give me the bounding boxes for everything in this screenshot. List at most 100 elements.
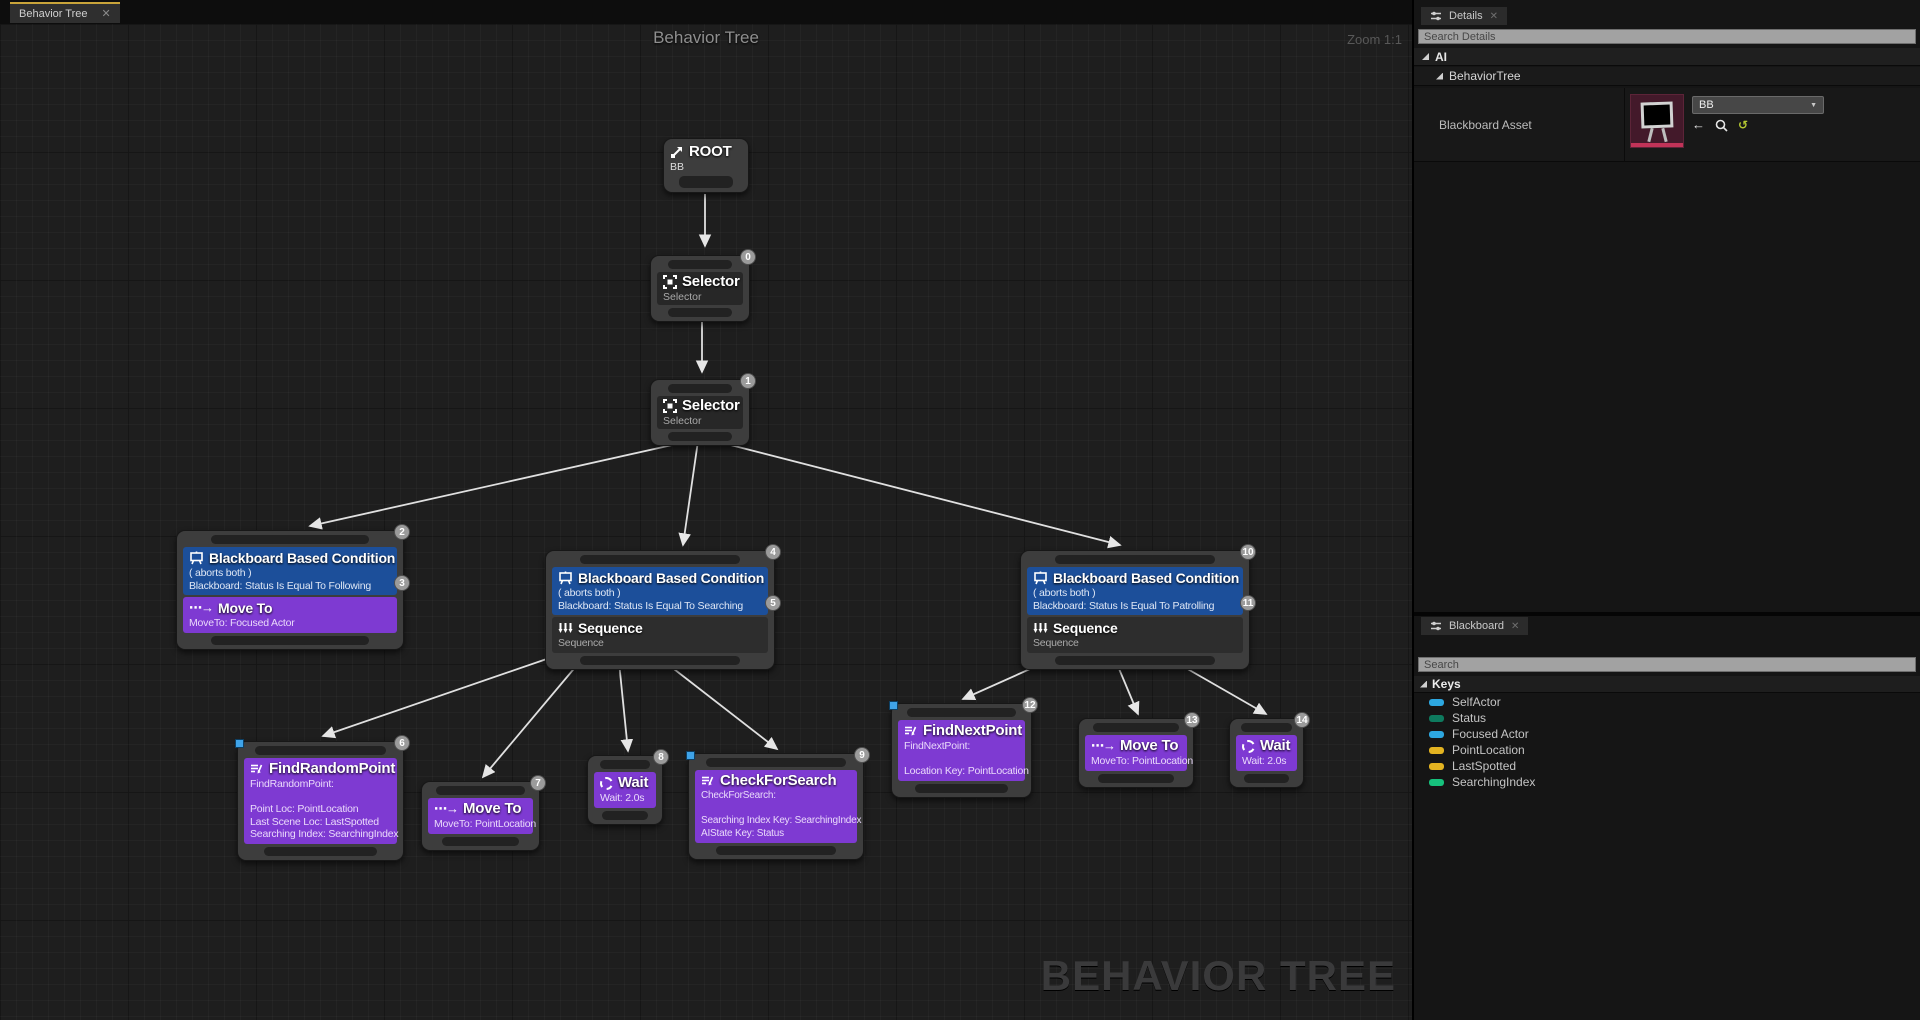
input-pin[interactable] [1241,723,1292,732]
blackboard-key-lastspotted[interactable]: LastSpotted [1414,758,1920,774]
blackboard-search-input[interactable] [1418,657,1916,672]
blackboard-key-status[interactable]: Status [1414,710,1920,726]
node-selector-1[interactable]: 0 Selector Selector [650,249,756,322]
input-pin[interactable] [580,555,740,564]
key-name: PointLocation [1452,743,1525,757]
node-wait-middle[interactable]: 8 Wait Wait: 2.0s [587,749,669,825]
browse-asset-button[interactable] [1715,119,1728,132]
service-chip [686,751,695,760]
use-selected-asset-button[interactable]: ← [1692,117,1705,132]
input-pin[interactable] [210,535,370,544]
service-chip [235,739,244,748]
task-section[interactable]: Wait Wait: 2.0s [594,772,656,808]
execution-order-badge: 0 [740,249,756,265]
task-section[interactable]: FindRandomPoint FindRandomPoint: Point L… [244,758,399,844]
selector-icon [663,275,677,289]
decorator-section[interactable]: Blackboard Based Condition ( aborts both… [552,567,768,615]
node-condition-patrolling[interactable]: 10 11 Blackboard Based Condition ( abort… [1020,544,1256,670]
dropdown-value: BB [1699,99,1714,111]
blackboard-key-selfactor[interactable]: SelfActor [1414,694,1920,710]
decorator-section[interactable]: Blackboard Based Condition ( aborts both… [1027,567,1243,615]
blackboard-panel-icon [1430,620,1442,632]
output-pin[interactable] [1098,773,1174,783]
blackboard-key-searchingindex[interactable]: SearchingIndex [1414,774,1920,790]
input-pin[interactable] [668,384,732,393]
task-line: FindRandomPoint: [250,778,334,790]
node-find-random-point[interactable]: 6 FindRandomPoint FindRandomPoint: Point… [235,735,410,861]
execution-order-badge: 4 [765,544,781,560]
close-icon[interactable]: ✕ [1511,620,1520,632]
input-pin[interactable] [599,760,651,769]
output-pin[interactable] [580,655,740,665]
aborts-label: ( aborts both ) [558,587,621,599]
composite-section[interactable]: Sequence Sequence [1027,617,1243,653]
task-section[interactable]: ⋯→ Move To MoveTo: PointLocation [428,798,537,834]
node-root[interactable]: ROOT BB [663,138,749,193]
output-pin[interactable] [602,810,648,820]
category-behaviortree[interactable]: BehaviorTree [1414,67,1920,86]
blackboard-key-pointlocation[interactable]: PointLocation [1414,742,1920,758]
blackboard-asset-dropdown[interactable]: BB ▼ [1692,96,1824,114]
task-subtitle: MoveTo: Focused Actor [189,617,295,629]
task-line: AIState Key: Status [701,827,784,839]
execution-order-badge: 6 [394,735,410,751]
decorator-section[interactable]: Blackboard Based Condition ( aborts both… [183,547,397,595]
node-move-to-left[interactable]: 7 ⋯→ Move To MoveTo: PointLocation [421,775,546,851]
execution-order-badge: 3 [394,575,410,591]
graph-watermark: BEHAVIOR TREE [1040,952,1396,999]
tab-blackboard[interactable]: Blackboard ✕ [1421,617,1529,635]
blackboard-key-focused-actor[interactable]: Focused Actor [1414,726,1920,742]
close-icon[interactable]: ✕ [1489,10,1499,22]
input-pin[interactable] [254,746,387,755]
execution-order-badge: 13 [1184,712,1200,728]
graph-canvas[interactable]: Behavior Tree Zoom 1:1 BEHAVIOR TREE [0,24,1412,1020]
tab-behavior-tree[interactable]: Behavior Tree ✕ [10,2,120,23]
node-condition-following[interactable]: 2 3 Blackboard Based Condition ( aborts … [176,524,410,650]
selector-icon [663,399,677,413]
node-find-next-point[interactable]: 12 FindNextPoint FindNextPoint: Location… [889,697,1038,798]
task-section[interactable]: ⋯→ Move To MoveTo: PointLocation [1085,735,1193,771]
node-move-to-right[interactable]: 13 ⋯→ Move To MoveTo: PointLocation [1078,712,1200,788]
output-pin[interactable] [679,176,733,188]
task-line: Location Key: PointLocation [904,765,1029,777]
reset-property-button[interactable]: ↺ [1738,118,1749,132]
panel-splitter[interactable] [1414,612,1920,616]
category-ai[interactable]: AI [1414,48,1920,66]
task-detail: MoveTo: PointLocation [434,818,537,830]
sequence-icon [1033,622,1048,635]
output-pin[interactable] [441,836,520,846]
details-search-input[interactable] [1418,29,1916,44]
output-pin[interactable] [914,783,1009,793]
node-wait-right[interactable]: 14 Wait Wait: 2.0s [1229,712,1310,788]
close-icon[interactable]: ✕ [101,8,111,20]
input-pin[interactable] [706,758,846,767]
node-selector-2[interactable]: 1 Selector Selector [650,373,756,446]
output-pin[interactable] [263,846,378,856]
output-pin[interactable] [716,846,836,855]
node-check-for-search[interactable]: 9 CheckForSearch CheckForSearch: Searchi… [686,747,870,860]
blackboard-asset-thumbnail[interactable] [1630,94,1684,148]
keys-section-header[interactable]: Keys [1414,676,1920,693]
input-pin[interactable] [436,786,525,795]
task-section[interactable]: CheckForSearch CheckForSearch: Searching… [695,770,862,843]
task-section[interactable]: Wait Wait: 2.0s [1236,735,1297,771]
node-condition-searching[interactable]: 4 5 Blackboard Based Condition ( aborts … [545,544,781,670]
column-divider[interactable] [1624,88,1625,162]
task-section[interactable]: FindNextPoint FindNextPoint: Location Ke… [898,720,1029,781]
output-pin[interactable] [1055,655,1215,665]
output-pin[interactable] [210,635,370,645]
property-row-blackboard-asset: Blackboard Asset BB ▼ ← ↺ [1414,88,1920,162]
blackboard-condition-icon [189,551,204,565]
task-line: FindNextPoint: [904,740,971,752]
composite-section[interactable]: Sequence Sequence [552,617,768,653]
blackboard-condition-icon [558,571,573,585]
output-pin[interactable] [668,432,732,441]
input-pin[interactable] [668,260,732,269]
task-section[interactable]: ⋯→ Move To MoveTo: Focused Actor [183,597,397,633]
input-pin[interactable] [906,708,1017,717]
input-pin[interactable] [1093,723,1179,732]
tab-details[interactable]: Details ✕ [1421,7,1508,25]
input-pin[interactable] [1055,555,1215,564]
output-pin[interactable] [1243,773,1290,783]
output-pin[interactable] [668,308,732,317]
